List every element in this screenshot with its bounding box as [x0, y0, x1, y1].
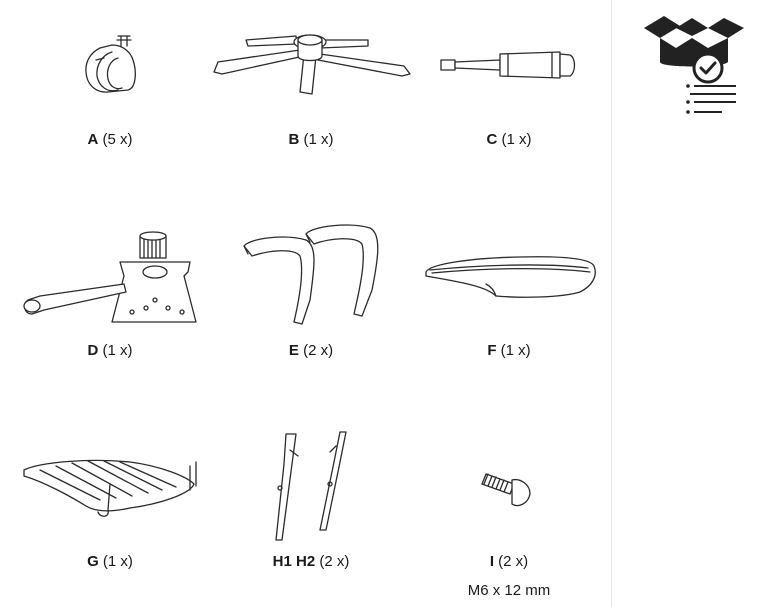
- part-c-label: C (1 x): [486, 131, 532, 148]
- part-b-label: B (1 x): [288, 131, 334, 148]
- sidebar-divider: [611, 0, 612, 607]
- part-d-label: D (1 x): [87, 342, 133, 359]
- part-i-size-note: M6 x 12 mm: [467, 582, 551, 599]
- part-i-label: I (2 x): [489, 553, 529, 570]
- part-a-label: A (5 x): [87, 131, 133, 148]
- package-checklist-icon: [640, 10, 750, 120]
- part-g-label: G (1 x): [87, 553, 133, 570]
- part-f-label: F (1 x): [487, 342, 531, 359]
- part-h-label: H1 H2 (2 x): [272, 553, 350, 570]
- part-e-label: E (2 x): [288, 342, 334, 359]
